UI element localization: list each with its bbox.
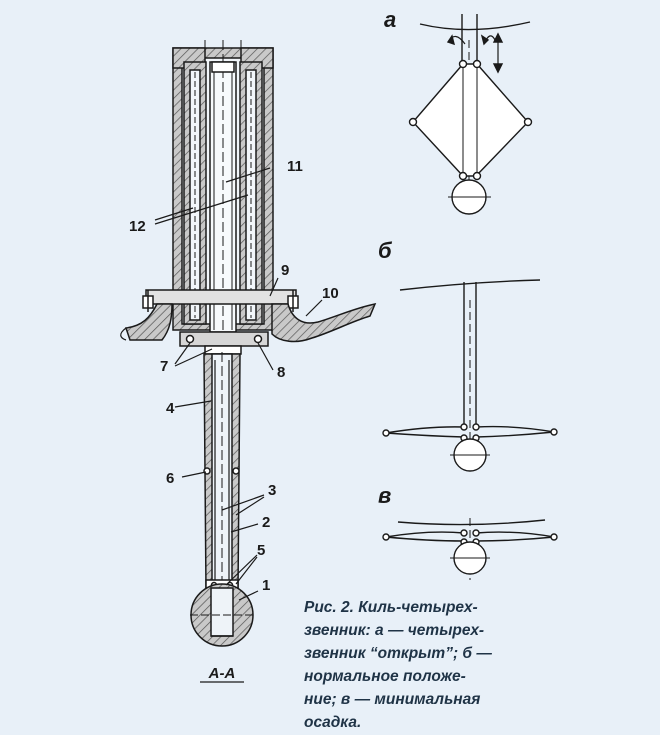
- hull-right: [271, 302, 377, 343]
- part-label-3: 3: [268, 482, 276, 499]
- part-label-7: 7: [160, 358, 168, 375]
- part-label-1: 1: [262, 577, 270, 594]
- view-label-a: а: [384, 7, 396, 32]
- view-label-b: б: [378, 238, 393, 263]
- hull-left: [124, 303, 173, 341]
- part-label-8: 8: [277, 364, 285, 381]
- view-c: [382, 518, 558, 580]
- caption-line: нормальное положе-: [304, 668, 466, 685]
- part-label-12: 12: [129, 218, 146, 235]
- part-label-4: 4: [166, 400, 175, 417]
- part-labels: 11 12 9 10 7 8 4 6 3 2 5 1: [129, 158, 339, 594]
- part-label-5: 5: [257, 542, 265, 559]
- caption-line: звенник “открыт”; б —: [304, 645, 492, 662]
- caption-line: ние; в — минимальная: [304, 691, 481, 708]
- caption-line: Рис. 2. Киль-четырех-: [304, 599, 478, 616]
- view-a: [408, 14, 533, 215]
- caption-line: осадка.: [304, 714, 362, 731]
- caption-line: звенник: а — четырех-: [304, 622, 485, 639]
- view-label-c: в: [378, 483, 391, 508]
- part-label-2: 2: [262, 514, 270, 531]
- section-label: А-А: [208, 665, 236, 682]
- part-label-11: 11: [287, 158, 303, 175]
- part-label-10: 10: [322, 285, 339, 302]
- part-label-9: 9: [281, 262, 289, 279]
- figure-caption: Рис. 2. Киль-четырех- звенник: а — четыр…: [304, 596, 554, 734]
- view-b: [382, 279, 558, 472]
- keel-assembly: [120, 40, 377, 647]
- leader-lines: [154, 167, 323, 601]
- flange: [145, 289, 297, 305]
- part-label-6: 6: [166, 470, 174, 487]
